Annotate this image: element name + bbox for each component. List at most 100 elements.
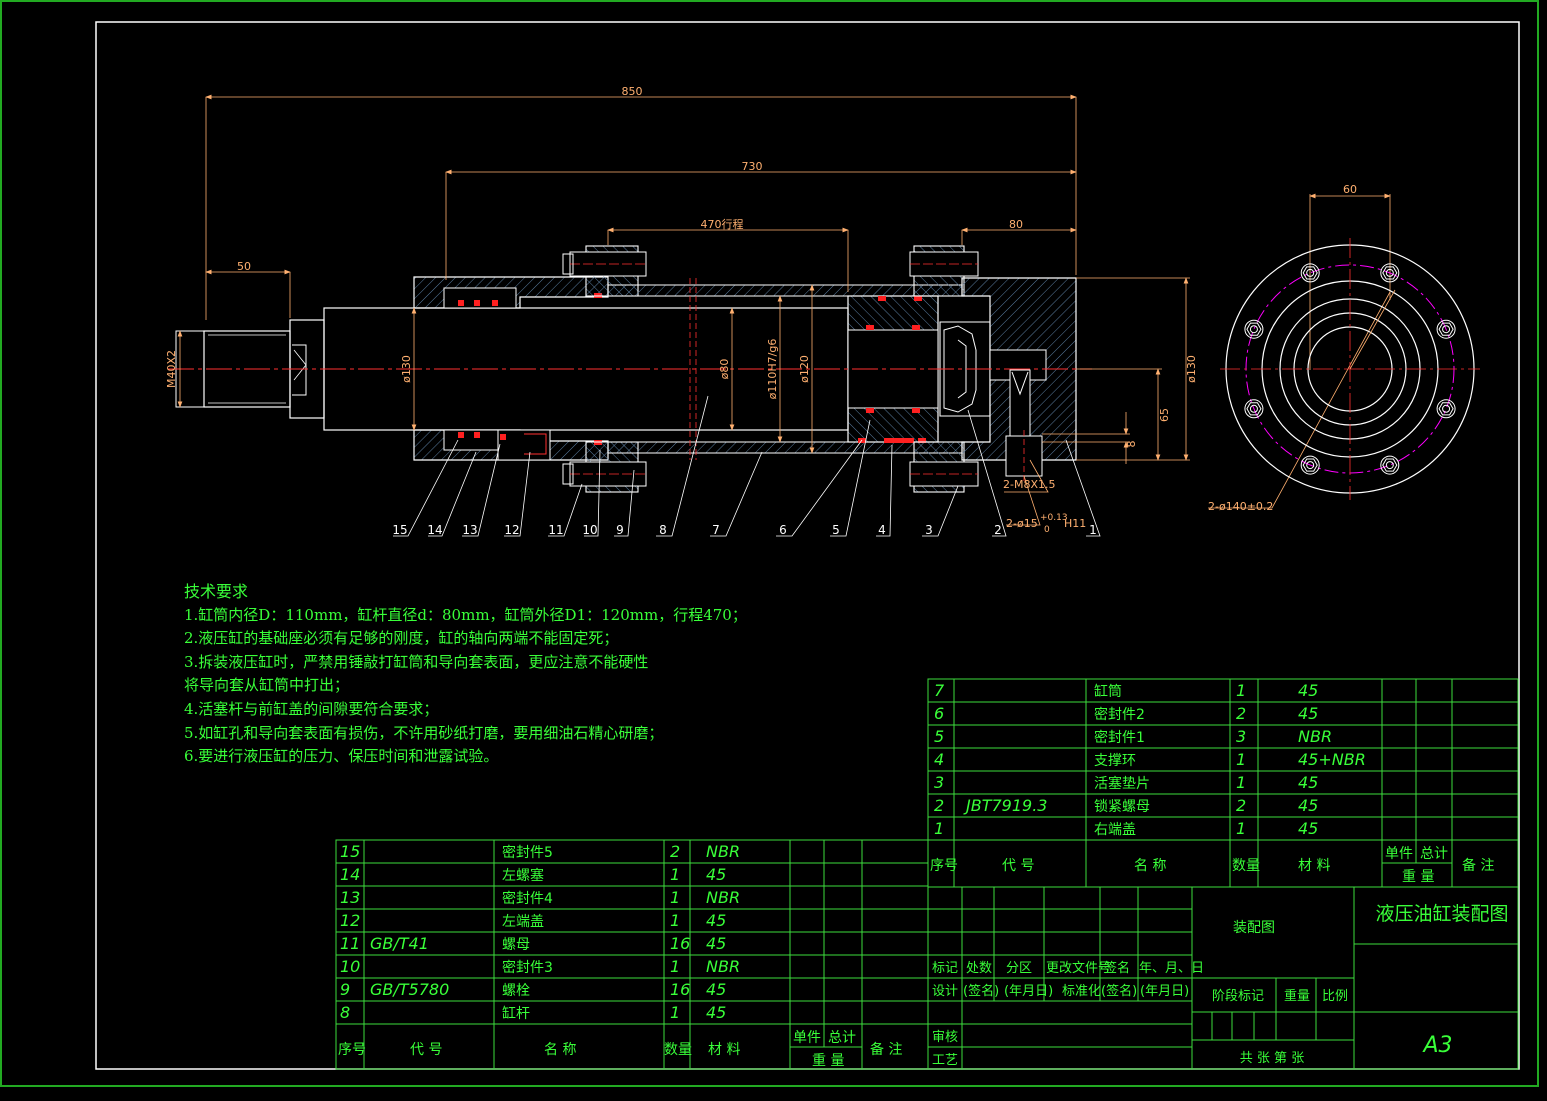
drawing-type: 装配图 <box>1233 920 1275 936</box>
dimension-lines <box>177 94 1391 526</box>
bolt-hole-core <box>1385 461 1394 470</box>
dim-h11: H11 <box>1064 517 1086 530</box>
bom-header-code: 代 号 <box>1002 858 1034 874</box>
dim-phi130-right: ø130 <box>1185 355 1198 383</box>
bom-header-weight: 重 量 <box>812 1053 844 1069</box>
nut-icon <box>1382 266 1398 280</box>
bom-material: 45 <box>1298 681 1318 700</box>
bom-header-name: 名 称 <box>544 1042 576 1058</box>
oil-port <box>1009 369 1031 437</box>
bolt-hole <box>1380 263 1400 283</box>
callout-11: 11 <box>548 523 563 537</box>
bom-name: 锁紧螺母 <box>1094 799 1150 815</box>
callout-15: 15 <box>392 523 407 537</box>
bom-name: 左螺塞 <box>502 867 544 884</box>
nut-icon <box>1246 322 1262 336</box>
bom-left-grid <box>335 839 929 1070</box>
bom-qty: 1 <box>1236 750 1246 769</box>
nut-icon <box>1438 322 1454 336</box>
bolt <box>569 461 647 487</box>
bom-no: 1 <box>934 819 944 838</box>
nut-icon <box>1438 402 1454 416</box>
bom-name: 左端盖 <box>502 914 544 930</box>
tech-line-7: 6.要进行液压缸的压力、保压时间和泄露试验。 <box>184 747 499 766</box>
bom-header-remark: 备 注 <box>1462 857 1494 874</box>
tech-line-2: 2.液压缸的基础座必须有足够的刚度，缸的轴向两端不能固定死； <box>184 629 619 648</box>
bom-name: 缸筒 <box>1094 683 1122 700</box>
callout-8: 8 <box>659 523 667 537</box>
bom-no: 10 <box>340 957 360 976</box>
seal <box>500 434 506 440</box>
bom-material: 45 <box>706 934 726 953</box>
callout-9: 9 <box>616 523 624 537</box>
bom-header-remark: 备 注 <box>870 1041 902 1058</box>
tech-line-1: 1.缸筒内径D：110mm，缸杆直径d：80mm，缸筒外径D1：120mm，行程… <box>184 605 747 624</box>
bolt-hole <box>1244 319 1264 339</box>
dim-60: 60 <box>1343 183 1357 196</box>
bom-material: 45 <box>706 980 726 999</box>
bom-material: 45 <box>706 911 726 930</box>
bom-header-weight: 重 量 <box>1402 869 1434 885</box>
tb-sign-paren: (签名) <box>963 983 999 999</box>
dim-phi15: 2-ø15 <box>1006 517 1038 530</box>
bom-header-qty: 数量 <box>664 1042 692 1058</box>
bolt-hole-core <box>1249 325 1258 334</box>
callout-10: 10 <box>582 523 597 537</box>
bom-material: NBR <box>706 888 740 907</box>
nut-icon <box>1302 458 1318 472</box>
tb-sign: 签名 <box>1104 960 1130 976</box>
callout-leaders <box>393 395 1101 537</box>
bolt-hole <box>1436 319 1456 339</box>
nut-icon <box>1302 266 1318 280</box>
bom-code: GB/T5780 <box>370 980 449 999</box>
bom-no: 14 <box>340 865 360 884</box>
bom-name: 密封件2 <box>1094 706 1145 723</box>
dim-850: 850 <box>622 85 643 98</box>
bom-header-qty: 数量 <box>1232 858 1260 874</box>
bom-no: 9 <box>340 980 350 999</box>
bom-name: 密封件1 <box>1094 729 1145 746</box>
bolt-hole-core <box>1442 325 1451 334</box>
bom-qty: 1 <box>670 1003 680 1022</box>
bolt-hole <box>1300 455 1320 475</box>
bolt-hole-core <box>1442 404 1451 413</box>
tb-weight: 重量 <box>1284 988 1310 1004</box>
tb-change-doc: 更改文件号 <box>1046 961 1111 976</box>
bom-no: 15 <box>340 842 360 861</box>
bom-no: 5 <box>934 727 944 746</box>
bom-header-code: 代 号 <box>410 1042 442 1058</box>
bom-qty: 2 <box>1236 704 1246 723</box>
tb-design: 设计 <box>932 984 958 999</box>
callout-13: 13 <box>462 523 477 537</box>
dim-phi130-left: ø130 <box>400 355 413 383</box>
bom-header-material: 材 料 <box>708 1042 740 1058</box>
tb-size: A3 <box>1421 1033 1452 1058</box>
bom-qty: 1 <box>670 865 680 884</box>
drawing-frame <box>95 21 1520 1070</box>
bom-qty: 16 <box>670 934 690 953</box>
bom-header-no: 序号 <box>930 858 958 874</box>
bom-qty: 1 <box>1236 819 1246 838</box>
dim-phi120: ø120 <box>798 355 811 383</box>
callout-6: 6 <box>779 523 787 537</box>
section-view <box>168 245 1092 493</box>
dim-phi80: ø80 <box>718 359 731 380</box>
dim-tol-upper: +0.13 <box>1040 513 1068 523</box>
bom-code: GB/T41 <box>370 934 429 953</box>
dim-730: 730 <box>742 160 763 173</box>
tb-sign-paren-2: (签名) <box>1101 983 1137 999</box>
tb-count: 处数 <box>966 961 992 976</box>
bom-name: 右端盖 <box>1094 822 1136 838</box>
bom-material: NBR <box>1298 727 1332 746</box>
bolt-hole <box>1436 399 1456 419</box>
bom-header-name: 名 称 <box>1134 858 1166 874</box>
seal <box>458 300 464 306</box>
callout-1: 1 <box>1089 523 1097 537</box>
tech-line-3: 3.拆装液压缸时，严禁用锤敲打缸筒和导向套表面，更应注意不能硬性 <box>184 652 649 671</box>
bom-no: 12 <box>340 911 360 930</box>
